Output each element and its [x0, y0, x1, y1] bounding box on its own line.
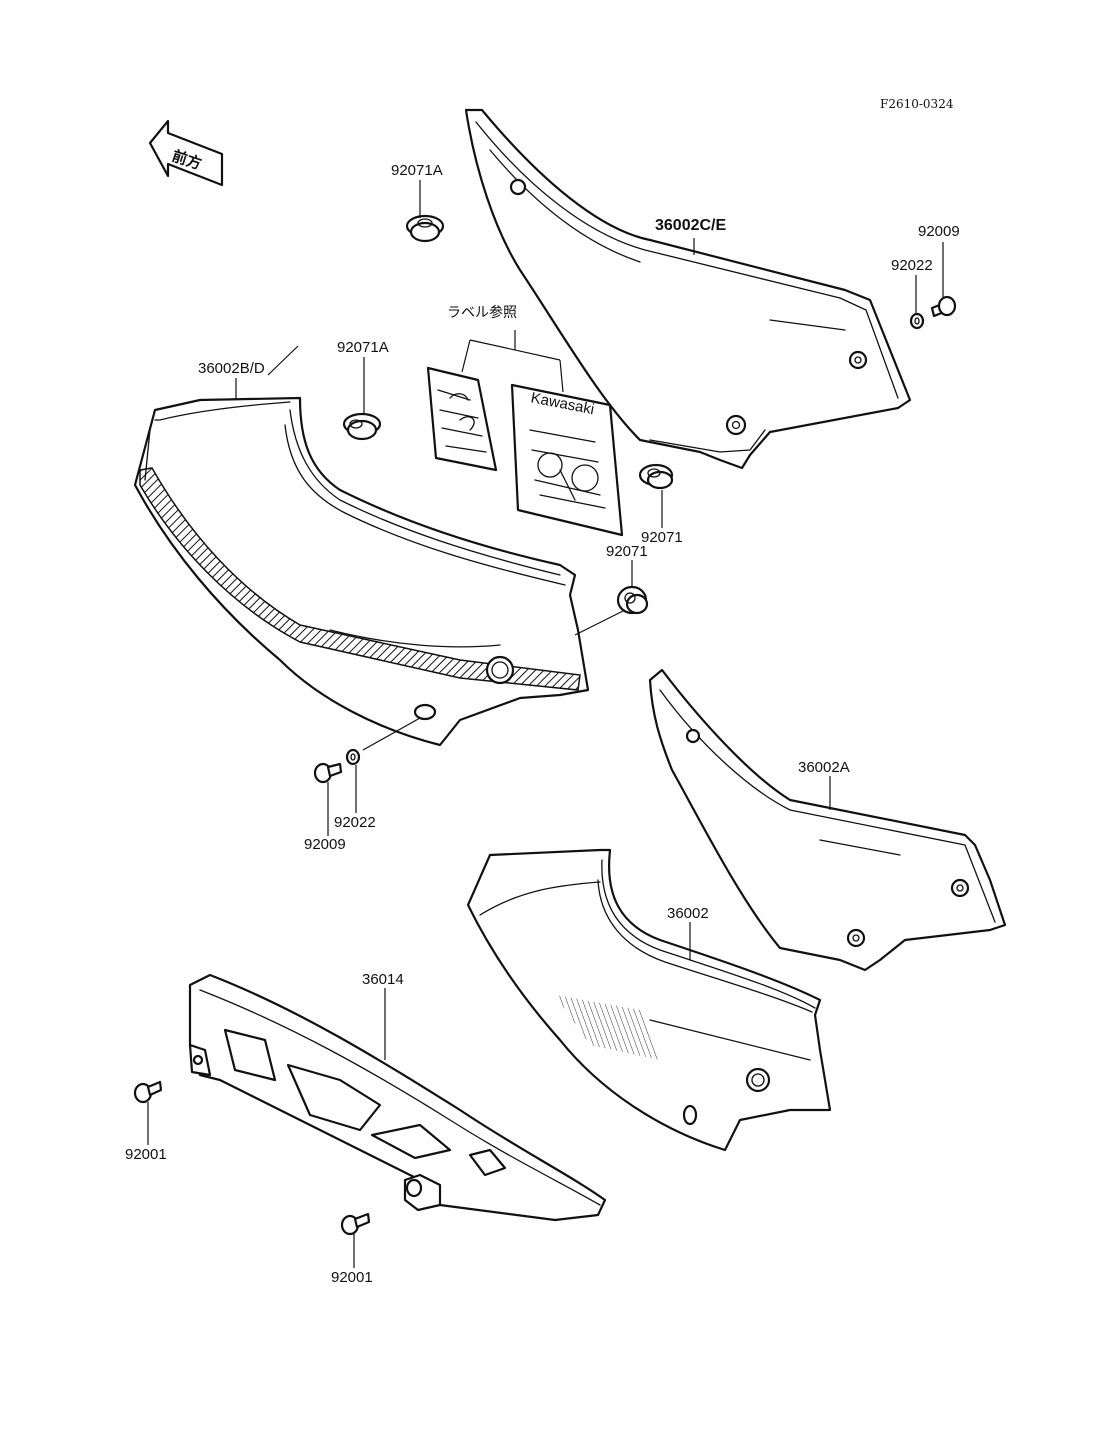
side-cover-36002bd: [133, 396, 590, 747]
grommet-92071a-mid: [342, 412, 382, 441]
leader-lines: [147, 180, 944, 1268]
label-92009-bottom: 92009: [304, 836, 346, 853]
label-92071a-top: 92071A: [391, 162, 443, 179]
label-36014: 36014: [362, 971, 404, 988]
grommet-92071-mid: [616, 585, 649, 615]
label-36002ce: 36002C/E: [655, 217, 726, 234]
label-36002a: 36002A: [798, 759, 850, 776]
label-92001-left: 92001: [125, 1146, 167, 1163]
screw-92001-bottom: [340, 1212, 371, 1236]
label-36002: 36002: [667, 905, 709, 922]
side-cover-36002a: [648, 668, 1007, 972]
label-reference: ラベル参照: [447, 304, 564, 393]
label-92009-top: 92009: [918, 223, 960, 240]
grommet-92071-right: [638, 463, 674, 490]
label-92071-right: 92071: [641, 529, 683, 546]
side-cover-36002ce: [464, 108, 912, 470]
diagram-code: F2610-0324: [880, 97, 954, 111]
front-direction-arrow: 前方: [148, 119, 224, 187]
label-reference-text: ラベル参照: [447, 304, 517, 321]
decal-kawasaki: Kawasaki: [510, 383, 624, 537]
label-92022-bottom: 92022: [334, 814, 376, 831]
label-92001-bottom: 92001: [331, 1269, 373, 1286]
decal-left: [426, 366, 498, 472]
side-cover-36002: [466, 848, 832, 1152]
washer-92022-top: [909, 312, 925, 330]
screw-92009-top: [930, 295, 957, 318]
label-92071a-mid: 92071A: [337, 339, 389, 356]
label-92022-top: 92022: [891, 257, 933, 274]
screw-92009-bottom: [313, 762, 343, 784]
washer-92022-bottom: [345, 748, 361, 766]
label-92071-mid: 92071: [606, 543, 648, 560]
label-36002bd: 36002B/D: [198, 360, 265, 377]
grommet-92071a-top: [405, 214, 445, 243]
chain-cover-36014: [188, 973, 607, 1222]
screw-92001-left: [133, 1080, 163, 1104]
